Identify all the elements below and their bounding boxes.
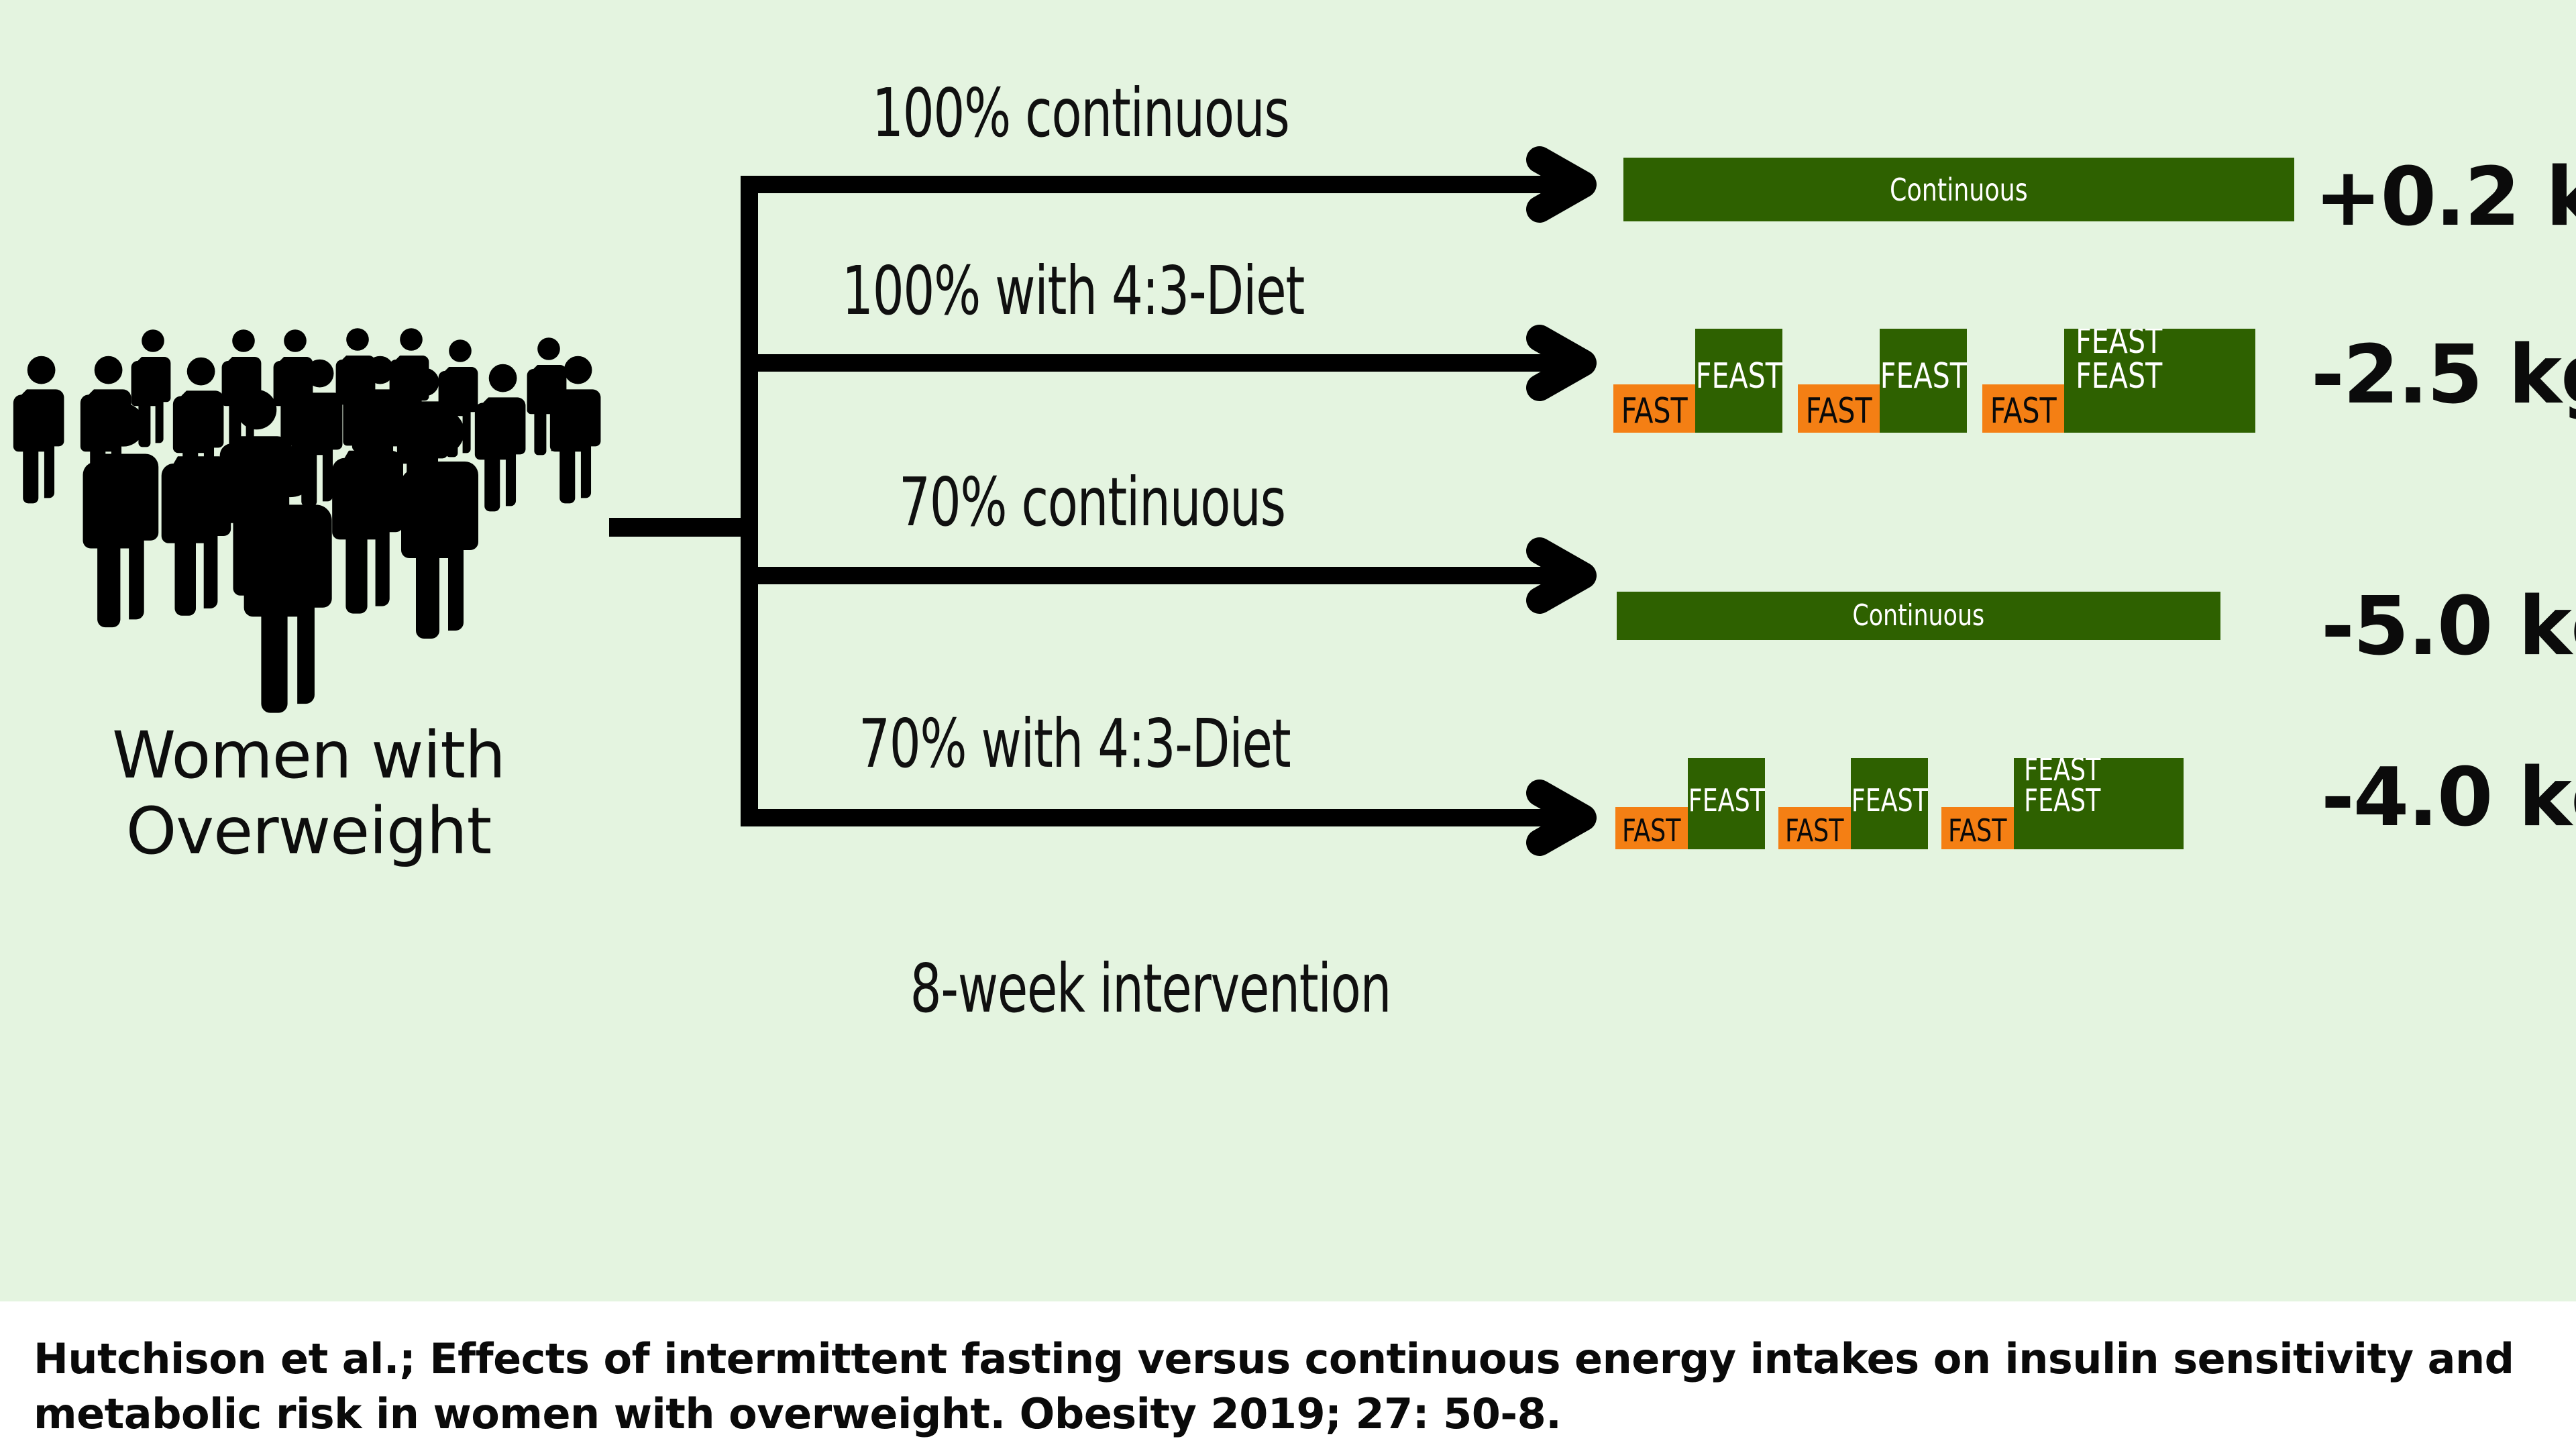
schedule-block-feast-1: FEAST <box>1695 329 1782 433</box>
arrowhead-2 <box>1526 325 1597 401</box>
branch-line-2 <box>741 354 1567 372</box>
schedule-block-fast-1: FAST <box>1615 807 1688 849</box>
cohort-label: Women with Overweight <box>13 718 604 870</box>
schedule-block-feast-2: FEAST <box>1880 329 1967 433</box>
arrowhead-3 <box>1526 537 1597 614</box>
weight-change-70-continuous: -5.0 kg <box>2321 580 2576 674</box>
arrowhead-4 <box>1526 780 1597 856</box>
schedule-block-fast-2: FAST <box>1778 807 1851 849</box>
schedule-block-continuous: Continuous <box>1617 592 2220 640</box>
cohort-label-line2: Overweight <box>125 794 492 869</box>
branch-label-70-continuous: 70% continuous <box>899 463 1286 541</box>
arrowhead-1 <box>1526 146 1597 223</box>
schedule-block-fast-3: FAST <box>1941 807 2014 849</box>
weight-change-70-four-three-diet: -4.0 kg <box>2321 751 2576 845</box>
weight-change-100-four-three-diet: -2.5 kg <box>2311 329 2576 422</box>
schedule-block-continuous: Continuous <box>1623 158 2294 221</box>
schedule-block-fast-3: FAST <box>1982 384 2064 433</box>
schedule-block-feast-3: FEAST FEAST <box>2064 329 2255 433</box>
schedule-block-feast-3: FEAST FEAST <box>2014 758 2184 849</box>
weight-change-100-continuous: +0.2 kg <box>2314 151 2576 244</box>
trunk-vertical <box>741 176 758 826</box>
trunk-stub <box>609 518 751 537</box>
crowd-of-people-icon <box>0 315 637 731</box>
schedule-strip-70-four-three-diet: FAST FEAST FAST FEAST FAST FEAST FEAST <box>1615 758 2226 849</box>
branch-line-3 <box>741 567 1567 584</box>
intervention-duration-text: 8-week intervention <box>910 949 1392 1028</box>
cohort-label-line1: Women with <box>112 718 506 793</box>
branch-label-100-continuous: 100% continuous <box>872 74 1290 152</box>
branch-line-4 <box>741 809 1567 826</box>
intervention-duration-note: 8-week intervention <box>771 949 1529 1028</box>
schedule-strip-100-continuous: Continuous <box>1623 158 2294 221</box>
branch-label-70-four-three-diet: 70% with 4:3-Diet <box>859 704 1291 783</box>
citation-text: Hutchison et al.; Effects of intermitten… <box>34 1334 2514 1439</box>
schedule-block-feast-1: FEAST <box>1688 758 1765 849</box>
branch-label-100-four-three-diet: 100% with 4:3-Diet <box>842 252 1305 330</box>
branch-line-1 <box>741 176 1567 193</box>
schedule-block-feast-2: FEAST <box>1851 758 1928 849</box>
schedule-block-fast-2: FAST <box>1798 384 1880 433</box>
branch-arrows <box>590 146 1610 859</box>
schedule-strip-70-continuous: Continuous <box>1617 592 2220 640</box>
schedule-block-fast-1: FAST <box>1613 384 1695 433</box>
schedule-strip-100-four-three-diet: FAST FEAST FAST FEAST FAST FEAST FEAST <box>1613 329 2311 433</box>
